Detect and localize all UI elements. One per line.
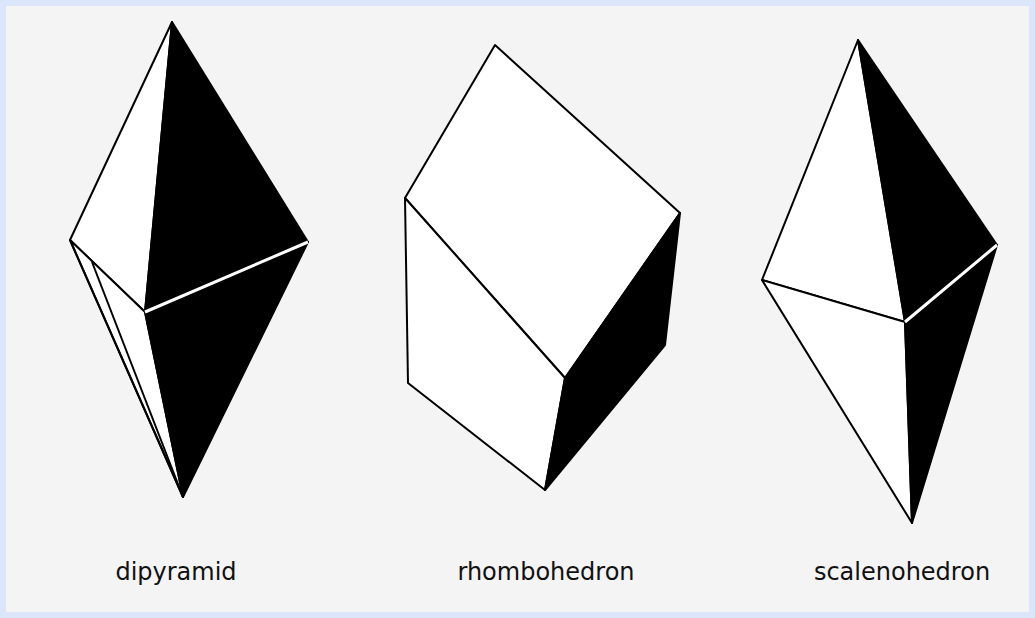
panel: dipyramid rhombohedron scalenohedron (6, 6, 1029, 612)
crystal-face (145, 242, 308, 497)
crystal-face (405, 198, 565, 490)
shape-label: dipyramid (115, 558, 236, 587)
crystal-face (905, 245, 997, 523)
crystal-edge (145, 242, 308, 312)
crystal-edge (92, 262, 183, 497)
shape-label: rhombohedron (457, 558, 634, 587)
crystal-edge (70, 240, 183, 497)
crystal-edge (905, 245, 997, 322)
crystal-face (762, 280, 912, 523)
shape-label: scalenohedron (814, 558, 990, 587)
crystal-face (545, 213, 680, 490)
